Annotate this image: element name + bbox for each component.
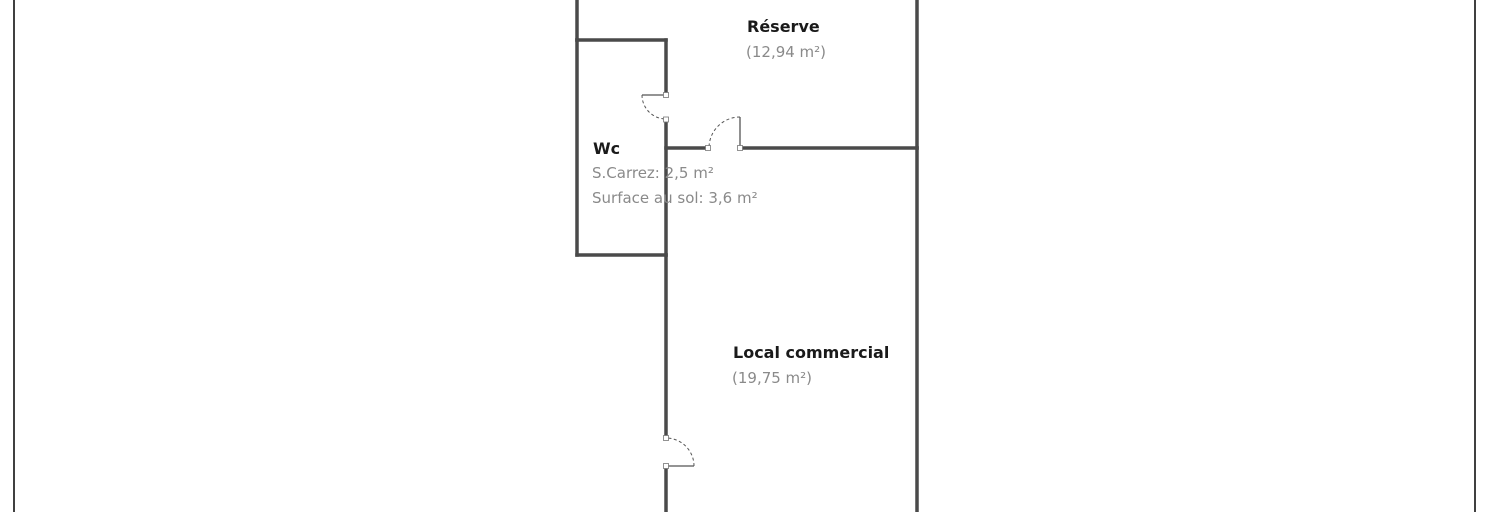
plan-frame <box>13 0 1476 512</box>
local-commercial-name: Local commercial <box>733 343 890 362</box>
wc-floor-area: Surface au sol: 3,6 m² <box>592 189 758 207</box>
wc-name: Wc <box>593 139 621 158</box>
wc-door <box>641 92 669 123</box>
entrance-door <box>663 435 695 469</box>
reserve-area: (12,94 m²) <box>746 43 827 61</box>
reserve-door <box>705 116 743 151</box>
local-commercial-area: (19,75 m²) <box>732 369 813 387</box>
wc-carrez-area: S.Carrez: 2,5 m² <box>592 164 714 182</box>
reserve-name: Réserve <box>747 17 820 36</box>
